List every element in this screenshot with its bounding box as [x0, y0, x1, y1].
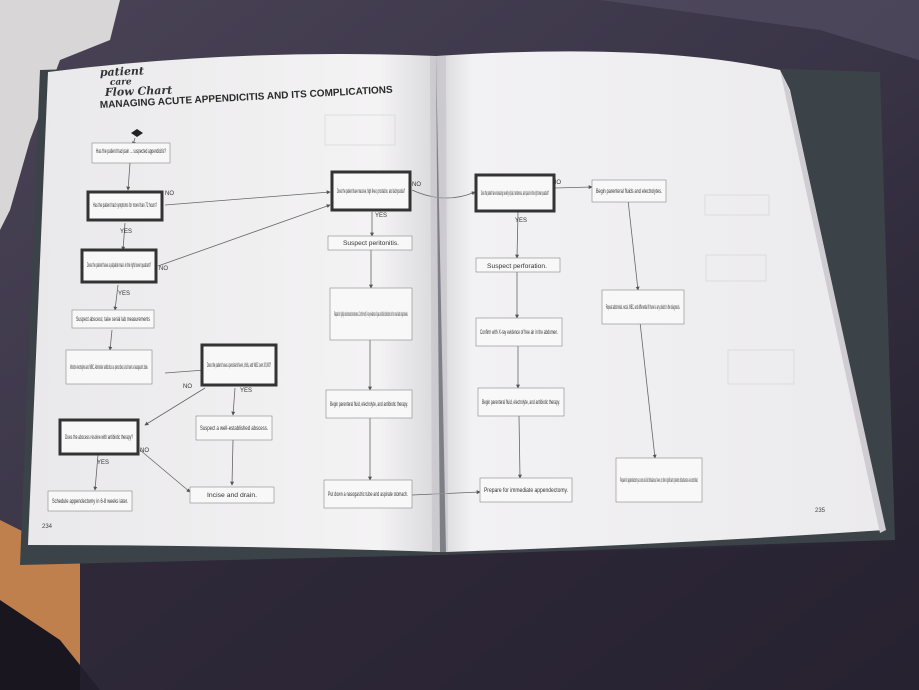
- no-label-6: NO: [552, 180, 561, 186]
- decision-box-7: Does the abscess resolve with antibiotic…: [58, 418, 140, 456]
- left-flowchart: [93, 137, 331, 493]
- box-5: Monitor electrolytes and WBC. Administer…: [65, 349, 153, 385]
- spine-shadow: [430, 56, 448, 552]
- logo-care: care: [110, 77, 132, 88]
- box-17: Suspect perforation.: [475, 257, 561, 273]
- box-18-text: Confirm with X-ray evidence of free air …: [480, 330, 558, 336]
- box-15: Put down a nasogastric tube and aspirate…: [323, 479, 413, 509]
- no-label-3: NO: [183, 384, 192, 390]
- show-through: [324, 114, 795, 385]
- box-12-text: Suspect peritonitis.: [343, 241, 399, 247]
- page-number-left: 234: [42, 524, 53, 530]
- page-number-right: 235: [815, 508, 826, 514]
- logo-flowchart: Flow Chart: [104, 84, 173, 99]
- box-8: Suspect a well-established abscess.: [195, 415, 273, 441]
- box-5-text: Monitor electrolytes and WBC. Administer…: [70, 365, 148, 371]
- armrest-highlight: [600, 0, 919, 60]
- yes-label-5: YES: [375, 213, 387, 219]
- yes-label-6: YES: [515, 218, 527, 224]
- box-14: Begin parenteral fluid, electrolyte, and…: [325, 389, 413, 419]
- box-13: Palpate for rigidity and rebound tendern…: [329, 287, 413, 341]
- decision-box-7-text: Does the abscess resolve with antibiotic…: [65, 435, 133, 441]
- box-21: Begin parenteral fluids and electrolytes…: [591, 179, 667, 203]
- yes-label-3: YES: [240, 388, 252, 394]
- box-20: Prepare for immediate appendectomy.: [479, 477, 573, 503]
- no-label-5: NO: [412, 182, 421, 188]
- box-19-text: Begin parenteral fluid, electrolyte, and…: [482, 400, 560, 406]
- box-14-text: Begin parenteral fluid, electrolyte, and…: [330, 402, 408, 408]
- no-label-1: NO: [165, 191, 174, 197]
- box-8-text: Suspect a well-established abscess.: [200, 426, 268, 432]
- box-23-text: Prepare for appendectomy as soon as flui…: [620, 478, 698, 484]
- decision-box-2: Has the patient had symptoms for more th…: [86, 190, 164, 222]
- decision-box-16-text: Does the patient have increasing severit…: [481, 191, 549, 197]
- box-9-text: Schedule appendectomy in 6-8 weeks later…: [52, 499, 128, 505]
- no-label-2: NO: [159, 266, 168, 272]
- box-15-text: Put down a nasogastric tube and aspirate…: [328, 492, 408, 498]
- decision-box-3-text: Does the patient have a palpable mass in…: [87, 263, 151, 269]
- box-21-text: Begin parenteral fluids and electrolytes…: [596, 189, 662, 195]
- box-19: Begin parenteral fluid, electrolyte, and…: [477, 387, 565, 417]
- box-22-text: Repeat abdominal, rectal, WBC, and diffe…: [606, 305, 680, 311]
- box-4-text: Suspect abscess; take serial lab measure…: [76, 317, 150, 323]
- box-1: Has the patient had pain ... suspected a…: [91, 129, 171, 164]
- decision-box-16: Does the patient have increasing severit…: [474, 173, 556, 213]
- decision-box-2-text: Has the patient had symptoms for more th…: [93, 203, 157, 209]
- box-13-text: Palpate for rigidity and rebound tendern…: [334, 312, 408, 318]
- box-1-text: Has the patient had pain ... suspected a…: [96, 149, 166, 155]
- box-22: Repeat abdominal, rectal, WBC, and diffe…: [601, 289, 685, 325]
- box-10: Incise and drain.: [189, 486, 275, 504]
- box-10-text: Incise and drain.: [207, 493, 257, 499]
- page-edges: [780, 70, 886, 533]
- white-cloth: [0, 0, 120, 230]
- box-17-text: Suspect perforation.: [487, 264, 547, 270]
- decision-box-11: Does the patient have massive, high feve…: [330, 170, 412, 212]
- decision-box-3: Does the patient have a palpable mass in…: [80, 248, 158, 284]
- decision-box-6: Does the patient have a persistent fever…: [200, 343, 278, 387]
- logo-patient: patient: [100, 64, 145, 79]
- box-12: Suspect peritonitis.: [327, 235, 413, 251]
- box-23: Prepare for appendectomy as soon as flui…: [615, 457, 703, 503]
- no-label-4: NO: [140, 448, 149, 454]
- decision-box-11-text: Does the patient have massive, high feve…: [337, 189, 405, 195]
- box-20-text: Prepare for immediate appendectomy.: [484, 488, 568, 494]
- yes-label-4: YES: [97, 460, 109, 466]
- box-18: Confirm with X-ray evidence of free air …: [475, 317, 563, 347]
- box-9: Schedule appendectomy in 6-8 weeks later…: [47, 490, 133, 512]
- yes-label-2: YES: [118, 291, 130, 297]
- box-4: Suspect abscess; take serial lab measure…: [71, 309, 155, 329]
- dark-shadow: [0, 600, 100, 690]
- right-flowchart: [515, 185, 657, 479]
- seat-shadow: [80, 545, 919, 690]
- yes-label-1: YES: [120, 229, 132, 235]
- decision-box-6-text: Does the patient have a persistent fever…: [207, 363, 271, 369]
